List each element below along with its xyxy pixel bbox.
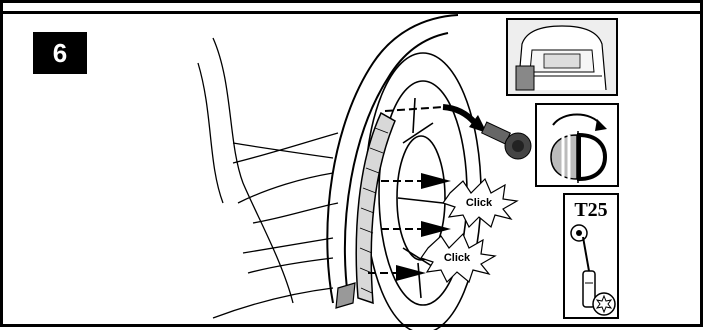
tool-panel: T25 [563, 193, 619, 319]
wheel-arch-illustration: Click Click [197, 14, 532, 330]
car-rear-view-icon [508, 20, 616, 94]
ratchet-wrench-icon [570, 224, 596, 308]
clip-arrow-3 [368, 265, 426, 281]
car-body-lines [197, 37, 339, 319]
click-label-1: Click [466, 197, 493, 209]
car-location-panel [506, 18, 618, 96]
clip-arrow-2 [381, 221, 451, 237]
step-number: 6 [52, 37, 68, 68]
step-number-badge: 6 [33, 32, 87, 74]
tool-size-label: T25 [574, 199, 608, 221]
rotate-instruction-panel [535, 103, 619, 187]
click-burst-2: Click [420, 232, 497, 284]
torx-socket-icon [592, 292, 616, 316]
click-burst-1: Click [442, 177, 519, 229]
click-label-2: Click [444, 252, 471, 264]
screw-icon [481, 121, 532, 160]
screw-removal-arrow [384, 104, 487, 133]
fender-outline [326, 14, 459, 304]
rotate-quarter-turn-icon [550, 113, 608, 183]
top-border [3, 3, 700, 14]
wheel-arch-liner [335, 111, 396, 309]
clip-arrow-1 [381, 173, 451, 189]
